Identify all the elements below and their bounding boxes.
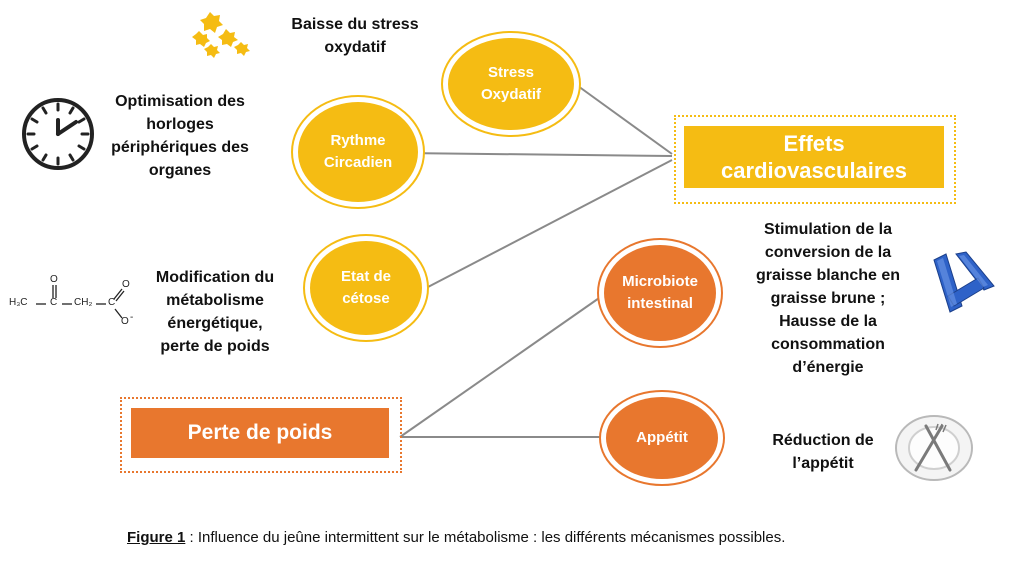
label-baisse-stress: Baisse du stress oxydatif bbox=[291, 16, 419, 56]
molecule-c1: C bbox=[50, 297, 58, 308]
molecule-h3c: H₃C bbox=[9, 297, 28, 308]
node-stress-oxydatif: Stress Oxydatif bbox=[448, 38, 574, 130]
molecule-o1: O bbox=[50, 274, 58, 285]
effets-box-outline bbox=[674, 115, 956, 204]
node-appetit: Appétit bbox=[606, 397, 718, 479]
clock-icon bbox=[22, 98, 94, 170]
figure-number: Figure 1 bbox=[127, 529, 186, 546]
molecule-o3: O bbox=[121, 316, 129, 327]
sparkle-icon bbox=[192, 12, 250, 58]
node-rythme-circadien: Rythme Circadien bbox=[298, 102, 418, 202]
perte-de-poids-text: Perte de poids bbox=[187, 421, 333, 444]
label-metabolisme: Modification du métabolisme énergétique,… bbox=[155, 269, 275, 355]
line-rythme-effets bbox=[401, 152, 673, 157]
node-microbiote-intestinal: Microbiote intestinal bbox=[604, 245, 716, 341]
line-stress-effets bbox=[577, 85, 673, 155]
line-perte-microbiote bbox=[399, 295, 603, 438]
perte-box-outline bbox=[120, 397, 402, 473]
molecule-minus: - bbox=[130, 312, 134, 323]
effets-cardiovasculaires-box: Effets cardiovasculaires bbox=[684, 126, 944, 188]
node-stress-oxydatif-text: Stress Oxydatif bbox=[480, 64, 541, 103]
node-etat-cetose-text: Etat de cétose bbox=[340, 268, 391, 307]
molecule-ch2: CH₂ bbox=[74, 297, 93, 308]
plate-icon bbox=[895, 415, 973, 481]
fat-cells-icon bbox=[933, 251, 995, 313]
node-rythme-circadien-text: Rythme Circadien bbox=[323, 132, 393, 171]
perte-de-poids-box: Perte de poids bbox=[131, 408, 389, 458]
node-microbiote-intestinal-text: Microbiote intestinal bbox=[622, 273, 698, 312]
figure-caption: Figure 1 : Influence du jeûne intermitte… bbox=[127, 529, 785, 546]
molecule-o2: O bbox=[122, 279, 130, 290]
molecule-c2: C bbox=[108, 297, 116, 308]
line-cetose-effets bbox=[427, 159, 673, 288]
label-graisse: Stimulation de la conversion de la grais… bbox=[755, 221, 901, 376]
label-horloges: Optimisation des horloges périphériques … bbox=[111, 93, 249, 179]
node-etat-cetose: Etat de cétose bbox=[310, 241, 422, 335]
label-reduction-appetit: Réduction de l’appétit bbox=[772, 432, 874, 472]
effets-cardiovasculaires-text: Effets cardiovasculaires bbox=[721, 131, 907, 183]
acetoacetate-molecule-icon: H₃C C O CH₂ C O O - bbox=[8, 274, 138, 332]
figure-caption-text: : Influence du jeûne intermittent sur le… bbox=[185, 529, 786, 546]
node-appetit-text: Appétit bbox=[636, 429, 688, 446]
